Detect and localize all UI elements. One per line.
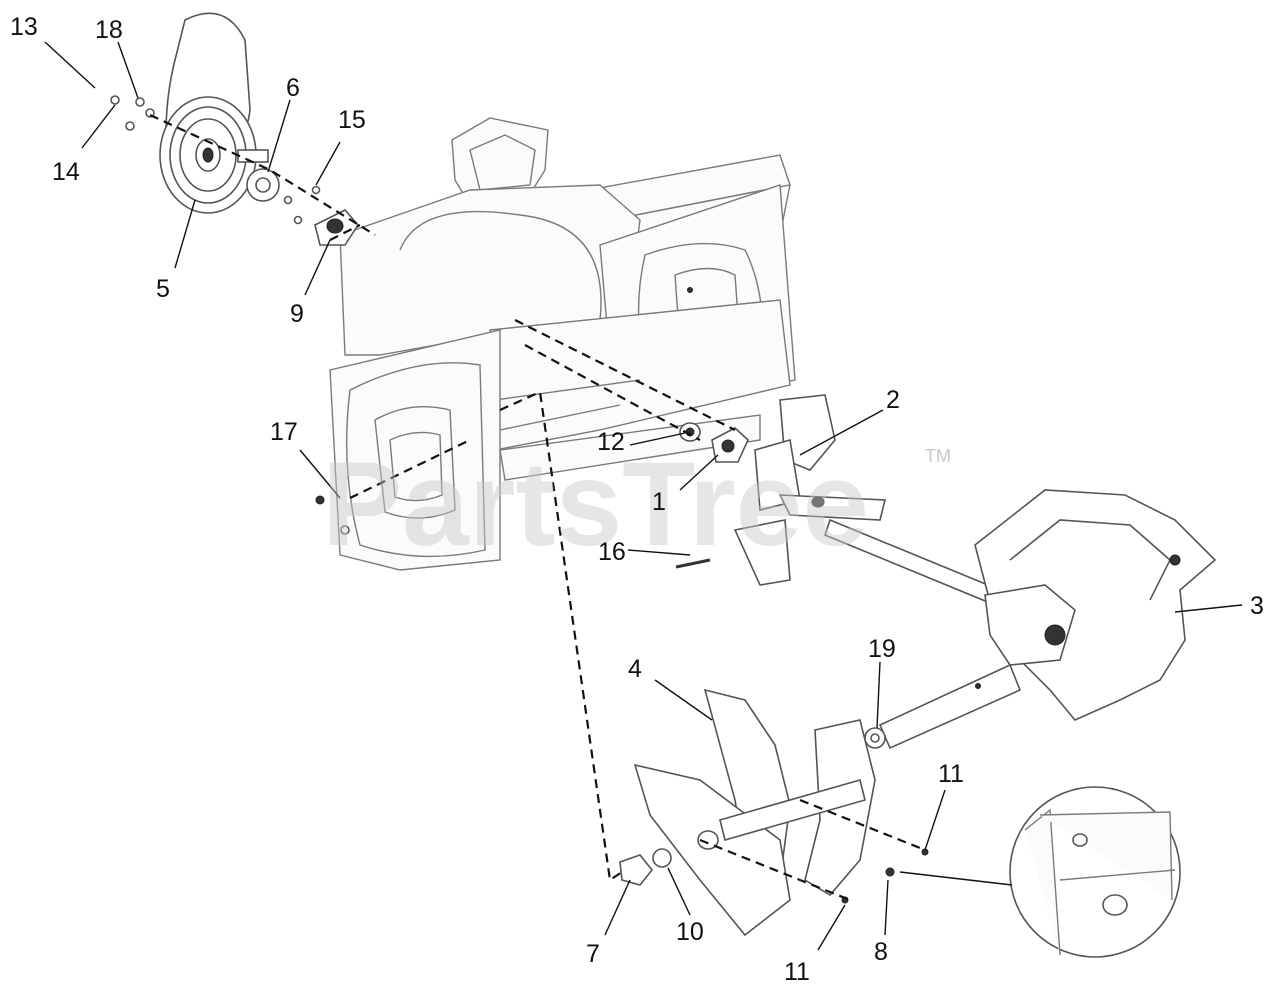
flange-1 (711, 427, 749, 463)
auger-assembly-3 (824, 489, 1217, 721)
trademark-mark: TM (925, 446, 951, 466)
callout-4: 4 (628, 655, 642, 683)
callout-6: 6 (286, 74, 300, 102)
callout-15: 15 (338, 106, 366, 134)
callout-11-top: 11 (938, 760, 964, 788)
auger-housing (329, 117, 796, 571)
callout-1: 1 (652, 488, 666, 516)
callout-8: 8 (874, 938, 888, 966)
callout-2: 2 (886, 386, 900, 414)
assembly-lines (149, 114, 926, 902)
callout-17: 17 (270, 418, 298, 446)
pulley-hardware (110, 95, 321, 225)
callout-labels: 13 18 14 6 15 5 9 17 2 12 1 16 3 4 19 11… (10, 13, 1264, 986)
impeller-2 (733, 394, 887, 586)
callout-19: 19 (868, 635, 896, 663)
leader-lines (44, 41, 1243, 951)
auger-hardware (315, 495, 929, 904)
bearing-flange-6 (246, 168, 280, 202)
pulley-and-belt (159, 12, 269, 214)
callout-16: 16 (598, 538, 626, 566)
callout-5: 5 (156, 275, 170, 303)
auger-blade-4 (633, 688, 876, 937)
callout-12: 12 (597, 428, 625, 456)
callout-14: 14 (52, 158, 80, 186)
callout-11-bottom: 11 (784, 958, 810, 986)
shear-pin-16 (675, 558, 711, 569)
callout-7: 7 (586, 940, 600, 968)
detail-inset (1009, 786, 1181, 958)
callout-13: 13 (10, 13, 38, 41)
watermark: PartsTree (322, 437, 869, 571)
callout-18: 18 (95, 16, 123, 44)
auger-tube (864, 663, 1022, 750)
callout-3: 3 (1250, 592, 1264, 620)
callout-10: 10 (676, 918, 704, 946)
callout-9: 9 (290, 300, 304, 328)
